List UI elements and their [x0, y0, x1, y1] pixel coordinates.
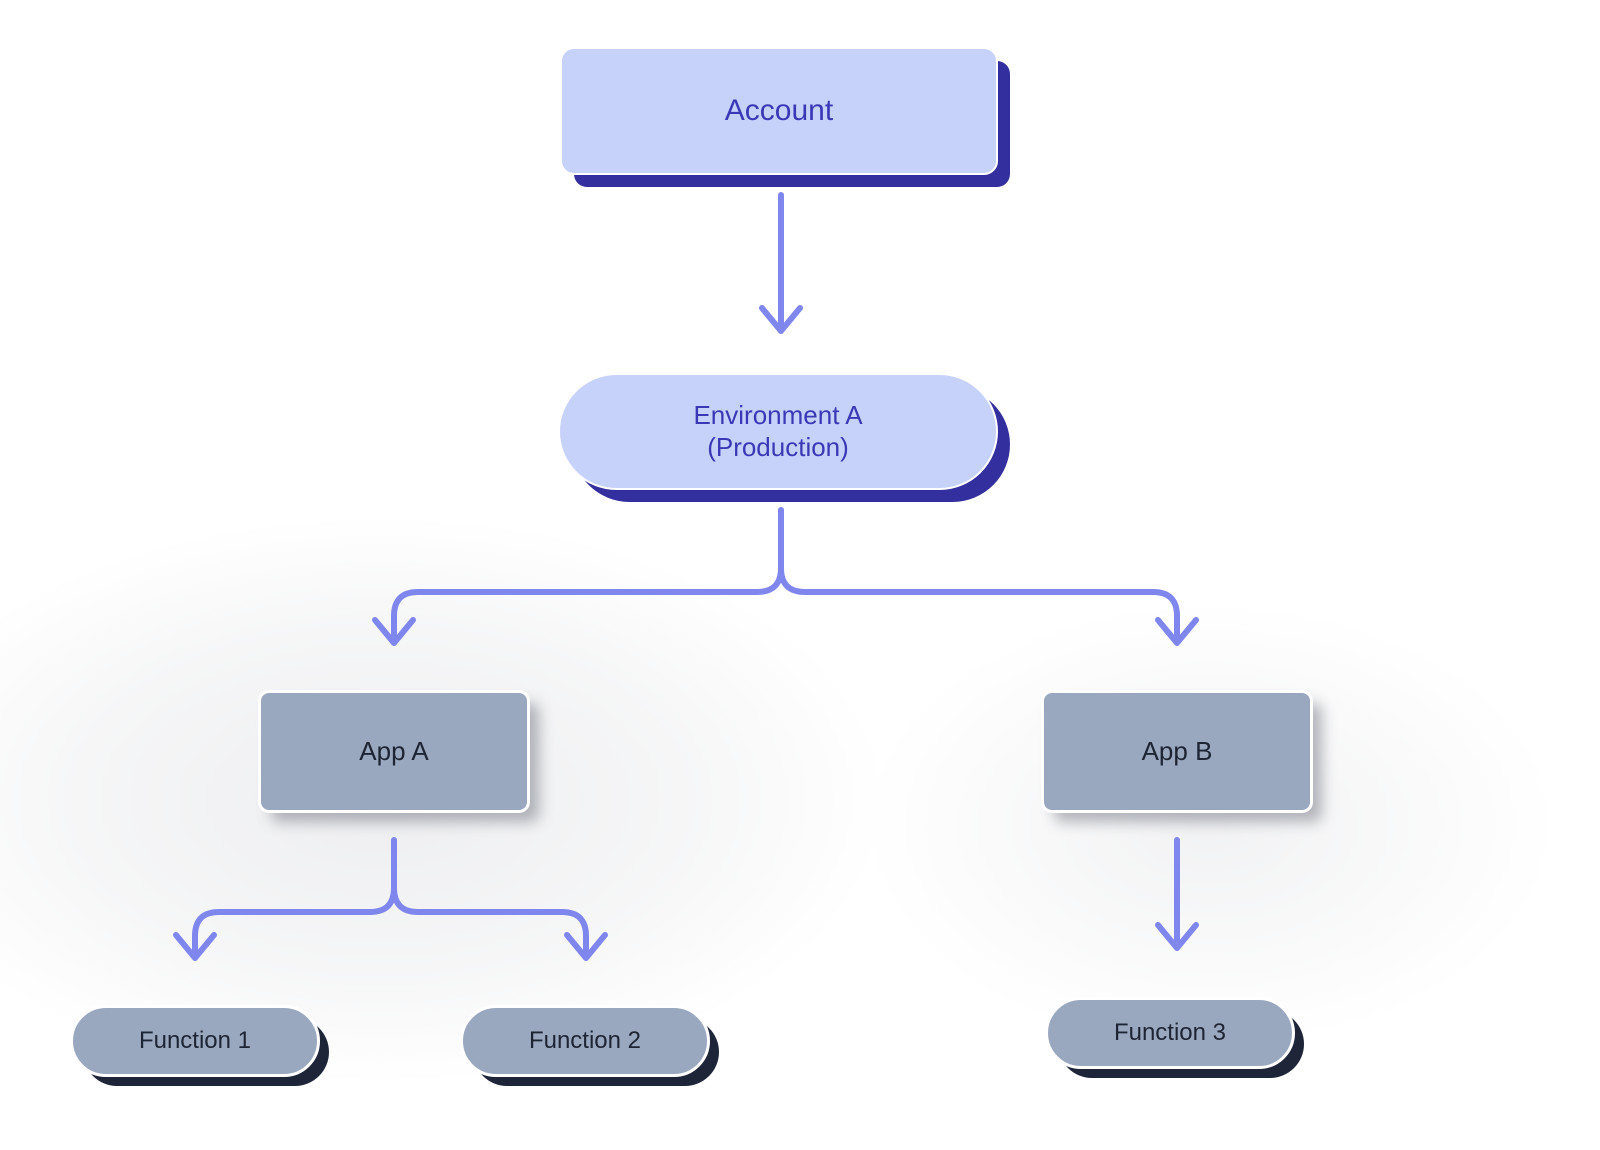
node-function-1[interactable]: Function 1 — [70, 1005, 320, 1077]
edge-app-a-to-function-2 — [391, 885, 608, 961]
edge-environment-a-to-app-a — [372, 507, 784, 646]
edge-app-a-to-function-1 — [173, 837, 397, 961]
edge-app-b-to-function-3 — [1155, 837, 1199, 951]
edge-account-to-environment-a — [759, 192, 803, 334]
node-app-b[interactable]: App B — [1041, 690, 1313, 813]
node-account[interactable]: Account — [560, 47, 998, 175]
node-function-2[interactable]: Function 2 — [460, 1005, 710, 1077]
node-app-a[interactable]: App A — [258, 690, 530, 813]
edge-environment-a-to-app-b — [778, 565, 1199, 646]
node-function-3[interactable]: Function 3 — [1045, 997, 1295, 1069]
node-environment-a[interactable]: Environment A (Production) — [558, 373, 998, 490]
